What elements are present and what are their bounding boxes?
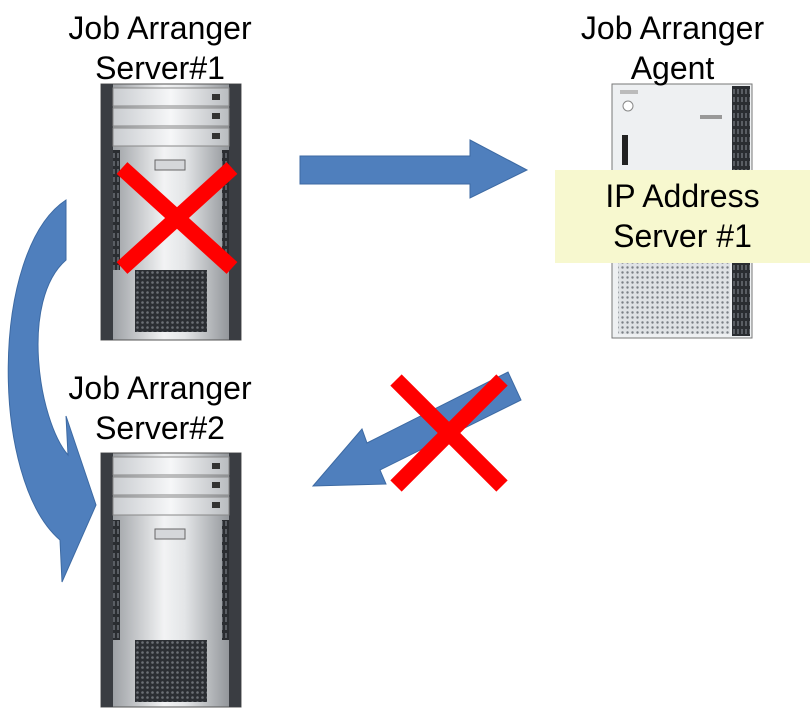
agent-to-server2-arrow [311,371,522,487]
ip-note-line2: Server #1 [613,218,752,254]
ip-note-line1: IP Address [605,178,760,214]
server1-tower-icon [100,83,242,341]
server2-label-line2: Server#2 [95,410,225,446]
server2-label-line1: Job Arranger [68,370,252,406]
failover-arrow [7,199,97,583]
agent-label-line2: Agent [630,50,715,86]
server1-label-line2: Server#1 [95,50,225,86]
server1-label: Job Arranger Server#1 [40,8,280,88]
server1-label-line1: Job Arranger [68,10,252,46]
server2-label: Job Arranger Server#2 [40,368,280,448]
ip-address-note: IP Address Server #1 [555,170,810,263]
server1-failure-cross-icon [116,162,238,274]
agent-label-line1: Job Arranger [580,10,765,46]
server1-to-agent-arrow [299,139,529,199]
agent-label: Job Arranger Agent [550,8,795,88]
server2-tower-icon [100,452,242,708]
connection-blocked-cross-icon [390,374,508,492]
